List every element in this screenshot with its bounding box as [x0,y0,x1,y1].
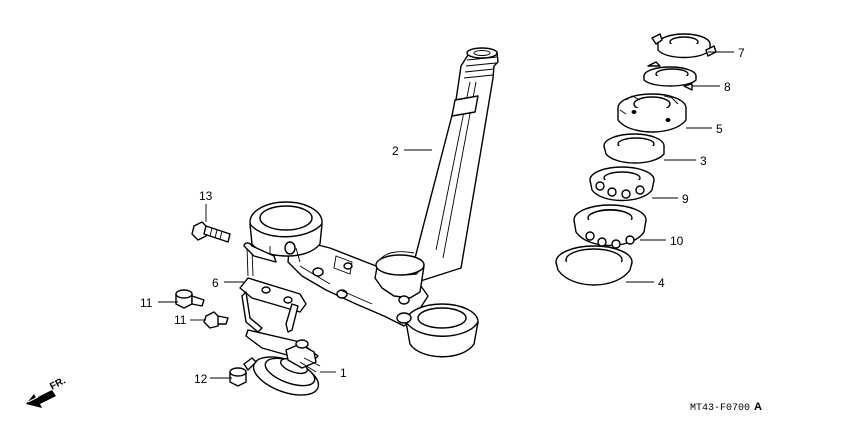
horn-part-1 [245,329,321,396]
bolt-part-12 [229,357,257,387]
lock-nut-part-7 [651,33,717,59]
callout-1: 1 [340,366,347,380]
steering-stem-shaft [407,47,499,286]
callout-6: 6 [212,276,219,290]
lock-washer-part-8 [643,61,697,91]
bottom-bridge [249,201,479,358]
castle-nut-part-5 [617,93,687,133]
callout-2: 2 [392,144,399,158]
bracket-part-6 [239,242,307,333]
callout-10: 10 [670,234,684,248]
callout-13: 13 [199,189,213,203]
diagram-code-suffix: A [754,401,762,413]
diagram-code: MT43-F0700 [690,403,750,414]
callout-9: 9 [682,192,689,206]
dust-seal-part-3 [603,133,665,164]
callout-5: 5 [716,122,723,136]
callout-12: 12 [194,372,208,386]
bolt-part-11-upper [175,289,205,309]
callout-8: 8 [724,80,731,94]
bolt-part-13 [191,221,231,243]
bottom-race-part-4 [555,245,633,286]
front-direction-arrow-icon [26,390,56,408]
leader-lines [158,51,734,379]
callout-11-upper: 11 [140,296,153,310]
callout-4: 4 [658,276,665,290]
callout-11-lower: 11 [174,313,187,327]
callout-7: 7 [738,46,745,60]
bearing-race-part-10 [573,204,647,249]
callout-3: 3 [700,154,707,168]
bolt-part-11-lower [203,311,229,329]
ball-bearing-part-9 [589,166,655,202]
front-direction-label: FR. [48,375,68,392]
